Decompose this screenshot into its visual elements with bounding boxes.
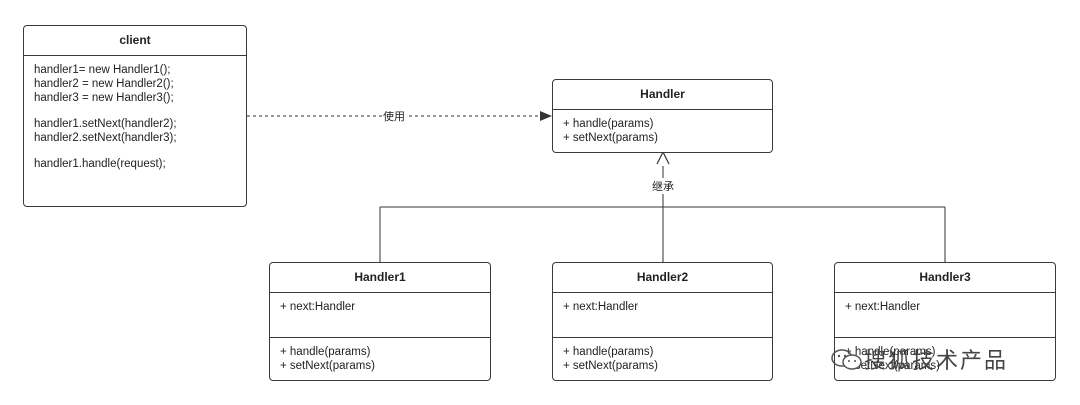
handler2-methods: + handle(params) + setNext(params) bbox=[553, 338, 772, 373]
attribute-item: + next:Handler bbox=[280, 301, 356, 313]
wechat-icon bbox=[831, 349, 862, 370]
watermark-text: 搜狐技术产品 bbox=[864, 349, 1009, 374]
handler1-title: Handler1 bbox=[270, 263, 490, 293]
client-code-line: handler1.setNext(handler2); bbox=[34, 118, 177, 130]
watermark: 搜狐技术产品 bbox=[830, 339, 1008, 379]
method-item: + setNext(params) bbox=[280, 360, 375, 372]
handler2-title: Handler2 bbox=[553, 263, 772, 293]
method-item: + handle(params) bbox=[563, 346, 654, 358]
client-code-line: handler1.handle(request); bbox=[34, 158, 166, 170]
handler2-class-box[interactable]: Handler2 + next:Handler + handle(params)… bbox=[552, 262, 773, 381]
attribute-item: + next:Handler bbox=[563, 301, 639, 313]
client-code-line: handler2 = new Handler2(); bbox=[34, 78, 174, 90]
handler-class-box[interactable]: Handler + handle(params) + setNext(param… bbox=[552, 79, 773, 153]
handler3-class-box[interactable]: Handler3 + next:Handler + handle(params)… bbox=[834, 262, 1056, 381]
client-code: handler1= new Handler1(); handler2 = new… bbox=[24, 56, 246, 171]
handler3-attributes: + next:Handler bbox=[835, 293, 1055, 338]
uses-arrowhead bbox=[540, 111, 552, 121]
method-item: + setNext(params) bbox=[563, 360, 658, 372]
method-item: + setNext(params) bbox=[563, 132, 658, 144]
handler-title: Handler bbox=[553, 80, 772, 110]
client-code-line: handler1= new Handler1(); bbox=[34, 64, 171, 76]
handler1-methods: + handle(params) + setNext(params) bbox=[270, 338, 490, 373]
handler3-title: Handler3 bbox=[835, 263, 1055, 293]
handler-methods: + handle(params) + setNext(params) bbox=[553, 110, 772, 145]
handler2-attributes: + next:Handler bbox=[553, 293, 772, 338]
client-code-line: handler3 = new Handler3(); bbox=[34, 92, 174, 104]
client-title: client bbox=[24, 26, 246, 56]
handler1-attributes: + next:Handler bbox=[270, 293, 490, 338]
client-code-line: handler2.setNext(handler3); bbox=[34, 132, 177, 144]
handler1-class-box[interactable]: Handler1 + next:Handler + handle(params)… bbox=[269, 262, 491, 381]
method-item: + handle(params) bbox=[280, 346, 371, 358]
uses-label: 使用 bbox=[382, 108, 406, 124]
inherits-label: 继承 bbox=[651, 178, 675, 194]
client-code-blank bbox=[34, 145, 236, 157]
inheritance-arrowhead bbox=[656, 150, 670, 165]
client-class-box[interactable]: client handler1= new Handler1(); handler… bbox=[23, 25, 247, 207]
client-code-blank bbox=[34, 105, 236, 117]
attribute-item: + next:Handler bbox=[845, 301, 921, 313]
method-item: + handle(params) bbox=[563, 118, 654, 130]
